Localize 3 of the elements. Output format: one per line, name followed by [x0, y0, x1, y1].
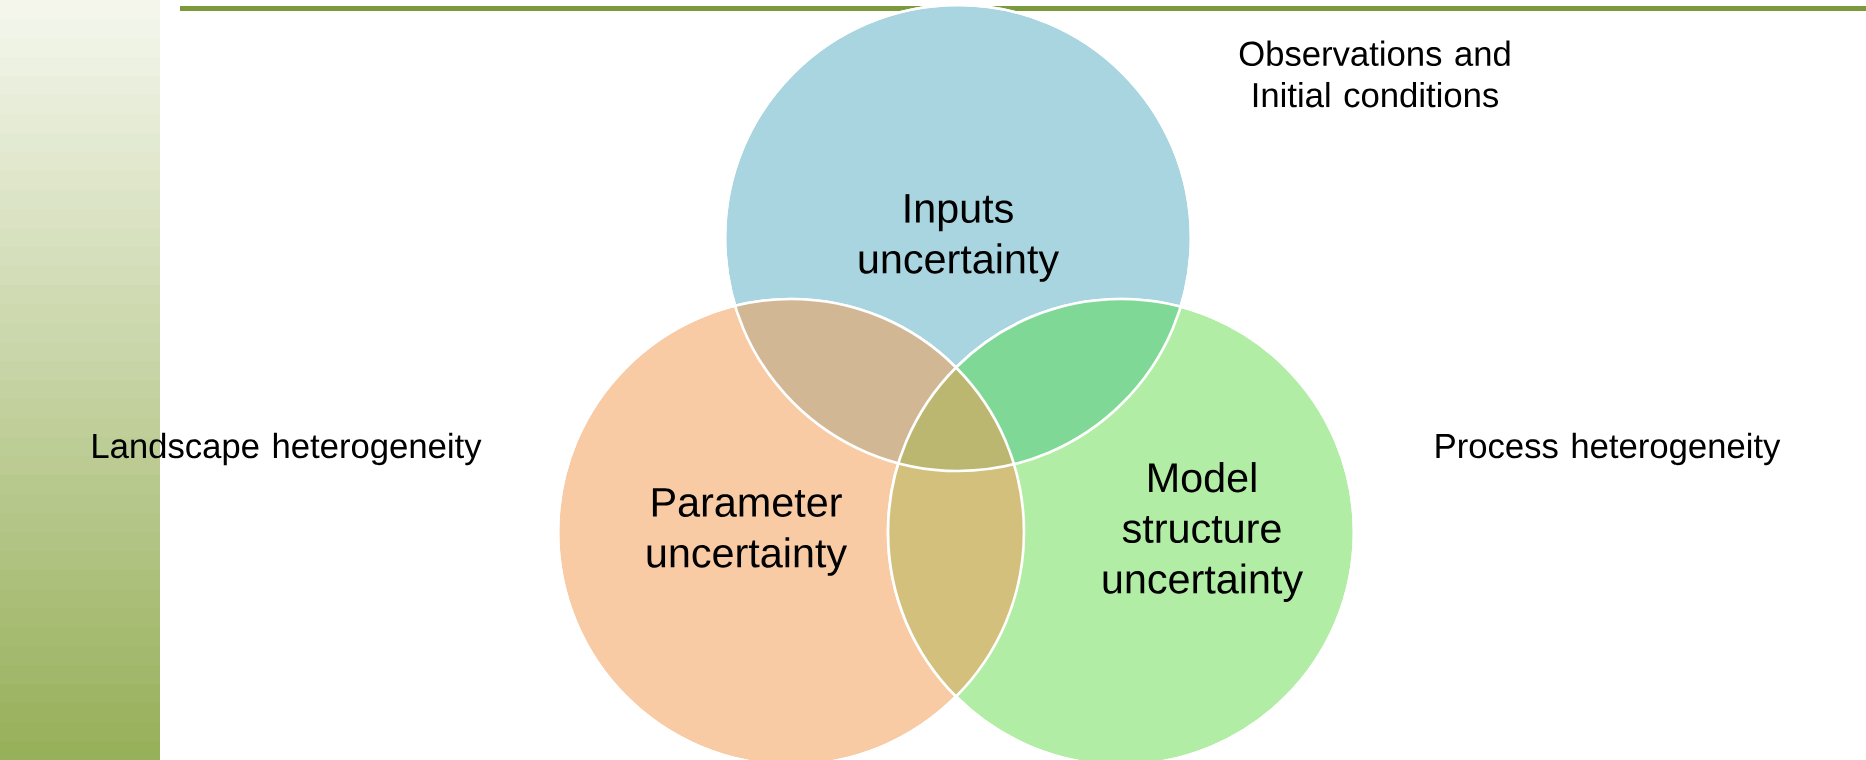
annotation-text: Landscape heterogeneity [93, 432, 482, 466]
annotation-text: Process heterogeneity [1436, 432, 1781, 466]
annotation-text: Observations and Initial conditions [1239, 40, 1510, 108]
